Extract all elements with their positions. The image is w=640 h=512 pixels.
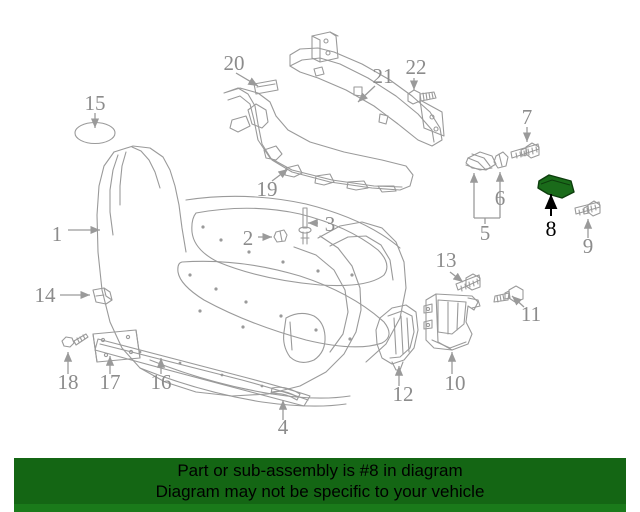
callout-label-6: 6: [495, 186, 506, 210]
part-16-lower-valance-molding: [94, 338, 311, 407]
banner-line-1: Part or sub-assembly is #8 in diagram: [177, 461, 463, 480]
part-20-spacer-pad: [253, 79, 279, 95]
part-22-bolt-beam: [407, 89, 437, 105]
part-2-clip-retainer: [273, 229, 288, 243]
banner-line-2: Diagram may not be specific to your vehi…: [155, 482, 485, 501]
part-21-bumper-reinforcement-beam: [289, 31, 445, 147]
callout-label-7: 7: [522, 105, 533, 129]
part-11-bolt-flange: [493, 285, 524, 303]
callout-label-13: 13: [436, 248, 457, 272]
part-13-tapping-screw: [455, 273, 481, 292]
part-4-lower-trim-molding: [270, 386, 301, 401]
callout-label-5: 5: [480, 221, 491, 245]
part-10-fog-lamp-bracket: [423, 293, 481, 351]
part-7-screw-long: [510, 142, 540, 159]
callout-label-1: 1: [52, 222, 63, 246]
part-9-screw-short: [574, 200, 601, 217]
part-1-front-bumper-cover: [96, 145, 407, 407]
callout-label-11: 11: [521, 302, 541, 326]
callout-label-15: 15: [85, 91, 106, 115]
part-18-screw-plate: [61, 333, 89, 348]
callout-labels: 1 2 3 4 5 6 7 8 9 10 11 12 13 14 15 16 1…: [35, 51, 594, 439]
part-5-bracket-sub-assembly: [465, 151, 497, 171]
callout-label-12: 12: [393, 382, 414, 406]
part-3-push-pin-rivet: [298, 207, 312, 245]
callout-label-14: 14: [35, 283, 57, 307]
callout-label-19: 19: [257, 177, 278, 201]
callout-label-20: 20: [224, 51, 245, 75]
callout-label-21: 21: [373, 64, 394, 88]
part-8-side-bracket-highlighted: [537, 174, 575, 199]
banner-underline: [14, 504, 626, 512]
callout-label-4: 4: [278, 415, 289, 439]
callout-label-8: 8: [546, 216, 557, 241]
callout-label-2: 2: [243, 226, 254, 250]
leader-lines: [60, 72, 593, 420]
callout-label-3: 3: [325, 212, 336, 236]
callout-label-16: 16: [151, 370, 172, 394]
part-19-energy-absorber: [223, 87, 414, 193]
callout-label-17: 17: [100, 370, 121, 394]
part-14-clip-side: [92, 287, 113, 305]
part-12-fog-lamp-cover: [375, 304, 419, 371]
callout-label-22: 22: [406, 55, 427, 79]
footer-banner: Part or sub-assembly is #8 in diagram Di…: [14, 458, 626, 504]
callout-label-10: 10: [445, 371, 466, 395]
part-17-license-plate-bracket: [92, 329, 141, 363]
callout-label-18: 18: [58, 370, 79, 394]
part-6-retainer-clip: [493, 151, 509, 169]
callout-label-9: 9: [583, 234, 594, 258]
